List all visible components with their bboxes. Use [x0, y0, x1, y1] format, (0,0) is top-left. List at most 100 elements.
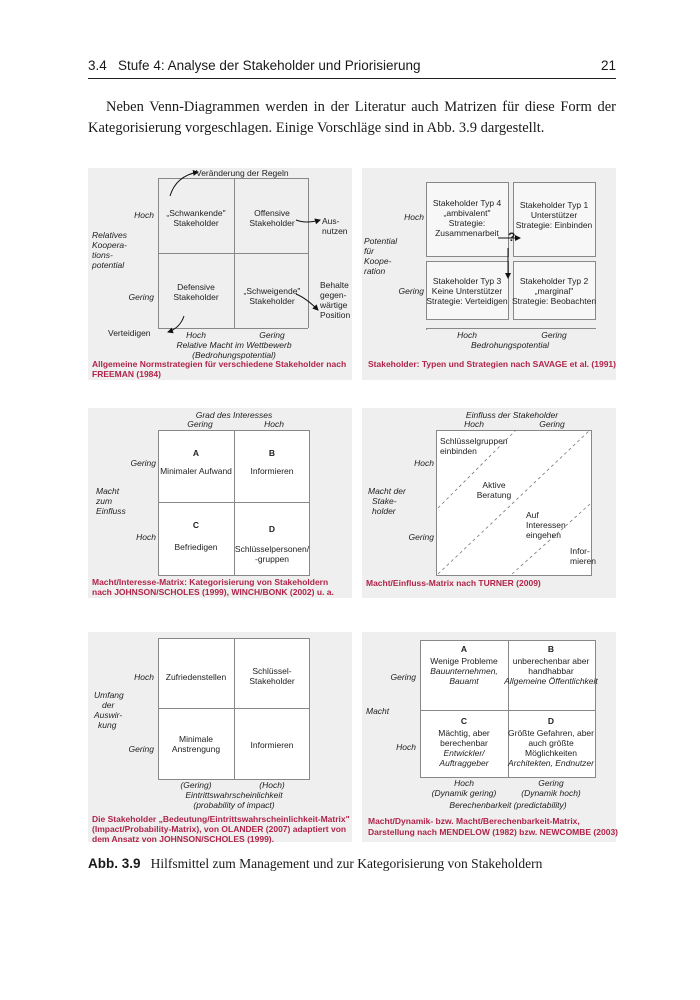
panel-macht-interesse: Grad des Interesses Gering Hoch Gering H… [88, 408, 352, 598]
freeman-r2-line2: gegen- [320, 290, 347, 300]
section-title: Stufe 4: Analyse der Stakeholder und Pri… [118, 58, 421, 73]
freeman-top-label: Veränderung der Regeln [196, 168, 289, 178]
turner-diagonals [437, 429, 591, 575]
turner-s1-line1: Schlüsselgruppen [440, 436, 508, 446]
mendelow-x-hoch: Hoch [454, 778, 474, 788]
page-number: 21 [600, 58, 616, 73]
panel-macht-einfluss: Einfluss der Stakeholder Hoch Gering Hoc… [362, 408, 616, 598]
olander-x-gering: (Gering) [180, 780, 212, 790]
freeman-arrows [167, 169, 321, 334]
savage-x-hoch: Hoch [457, 330, 477, 340]
mi-a-letter: A [192, 448, 200, 458]
mendelow-a-letter: A [460, 644, 468, 654]
mendelow-b-letter: B [547, 644, 555, 654]
mi-b-letter: B [268, 448, 276, 458]
figure-label: Abb. 3.9 [88, 856, 141, 871]
mi-x-hoch: Hoch [264, 419, 284, 429]
running-header: 3.4 Stufe 4: Analyse der Stakeholder und… [88, 58, 420, 73]
freeman-y-hoch: Hoch [134, 210, 154, 220]
savage-q1-line4: Zusammenarbeit [435, 228, 499, 238]
olander-ylabel-4: kung [98, 720, 117, 730]
savage-xlabel: Bedrohungspotential [471, 340, 549, 350]
turner-ylabel-3: holder [372, 506, 396, 516]
savage-ylabel-3: Koope- [364, 256, 392, 266]
mendelow-b-text-1: unberechenbar aber [512, 656, 590, 666]
mendelow-d-letter: D [547, 716, 555, 726]
freeman-q2-line1: Offensive [254, 208, 290, 218]
turner-s3-line3: eingehen [526, 530, 561, 540]
header-rule [88, 78, 616, 79]
turner-y-gering: Gering [408, 532, 434, 542]
mendelow-b-text-3: Allgemeine Öffentlichkeit [504, 676, 598, 686]
mi-d-text-2: -gruppen [254, 554, 290, 564]
savage-q4-line3: Strategie: Beobachten [511, 296, 597, 306]
freeman-ylabel-2: Koopera- [92, 240, 127, 250]
mendelow-c-text-2: berechenbar [440, 738, 488, 748]
savage-q3-line1: Stakeholder Typ 3 [432, 276, 502, 286]
olander-ylabel-2: der [102, 700, 115, 710]
savage-q3-line2: Keine Unterstützer [431, 286, 503, 296]
savage-q4-line2: „marginal" [534, 286, 574, 296]
figure-caption-text: Hilfsmittel zum Management und zur Kateg… [150, 856, 543, 871]
mi-y-hoch: Hoch [136, 532, 156, 542]
freeman-x-gering: Gering [259, 330, 285, 340]
savage-ylabel-1: Potential [364, 236, 398, 246]
olander-q3-line2: Anstrengung [171, 744, 221, 754]
mi-y-gering: Gering [130, 458, 156, 468]
olander-y-hoch: Hoch [134, 672, 154, 682]
mendelow-xsub-1: (Dynamik gering) [431, 788, 497, 798]
freeman-verteidigen: Verteidigen [108, 328, 151, 338]
olander-q2-line1: Schlüssel- [252, 666, 292, 676]
turner-s3-line2: Interessen [526, 520, 566, 530]
turner-s2-line1: Aktive [482, 480, 506, 490]
panel-mendelow: Gering Hoch Macht A Wenige Probleme Bauu… [362, 632, 618, 842]
freeman-q1-line1: „Schwankende" [166, 208, 226, 218]
savage-q1-line1: Stakeholder Typ 4 [432, 198, 502, 208]
mendelow-c-text-3: Entwickler/ [443, 748, 485, 758]
turner-s1-line2: einbinden [440, 446, 477, 456]
mendelow-a-text-3: Bauamt [449, 676, 479, 686]
olander-q1: Zufriedenstellen [165, 672, 227, 682]
freeman-r2-line1: Behalte [320, 280, 349, 290]
mi-c-text: Befriedigen [174, 542, 218, 552]
mendelow-y-gering: Gering [390, 672, 416, 682]
turner-s3-line1: Auf [526, 510, 539, 520]
freeman-caption-2: FREEMAN (1984) [92, 369, 161, 379]
savage-ylabel-4: ration [364, 266, 386, 276]
freeman-y-gering: Gering [128, 292, 154, 302]
mi-b-text: Informieren [250, 466, 294, 476]
freeman-xlabel-2: (Bedrohungspotential) [192, 350, 276, 360]
olander-q4: Informieren [250, 740, 294, 750]
freeman-q3-line1: Defensive [177, 282, 215, 292]
olander-caption-2: (Impact/Probability-Matrix), von OLANDER… [92, 824, 347, 834]
olander-y-gering: Gering [128, 744, 154, 754]
savage-q2-line2: Unterstützer [530, 210, 578, 220]
olander-caption-3: dem Ansatz von JOHNSON/SCHOLES (1999). [92, 834, 275, 844]
mi-ylabel-2: zum [96, 496, 113, 506]
mendelow-xsub-2: (Dynamik hoch) [521, 788, 581, 798]
mi-x-gering: Gering [187, 419, 213, 429]
mendelow-xlabel: Berechenbarkeit (predictability) [449, 800, 567, 810]
turner-ylabel-2: Stake- [372, 496, 397, 506]
mi-caption-1: Macht/Interesse-Matrix: Kategorisierung … [92, 577, 329, 587]
mendelow-a-text-1: Wenige Probleme [430, 656, 498, 666]
freeman-q2-line2: Stakeholder [249, 218, 295, 228]
mendelow-d-text-1: Größte Gefahren, aber [508, 728, 594, 738]
olander-q3-line1: Minimale [178, 734, 214, 744]
olander-xlabel-2: (probability of impact) [193, 800, 275, 810]
intro-paragraph: Neben Venn-Diagrammen werden in der Lite… [88, 99, 616, 136]
freeman-q4-line1: „Schweigende" [243, 286, 301, 296]
olander-ylabel-1: Umfang [94, 690, 124, 700]
savage-ylabel-2: für [364, 246, 374, 256]
turner-y-hoch: Hoch [414, 458, 434, 468]
freeman-xlabel-1: Relative Macht im Wettbewerb [176, 340, 292, 350]
mi-caption-2: nach JOHNSON/SCHOLES (1999), WINCH/BONK … [92, 587, 334, 597]
savage-x-gering: Gering [541, 330, 567, 340]
turner-s4-line1: Infor- [570, 546, 590, 556]
figure-caption: Abb. 3.9 Hilfsmittel zum Management und … [88, 856, 542, 872]
olander-xlabel-1: Eintrittswahrscheinlichkeit [185, 790, 283, 800]
mi-d-letter: D [268, 524, 276, 534]
freeman-ylabel-3: tions- [92, 250, 113, 260]
savage-y-gering: Gering [398, 286, 424, 296]
turner-title: Einfluss der Stakeholder [465, 410, 559, 420]
